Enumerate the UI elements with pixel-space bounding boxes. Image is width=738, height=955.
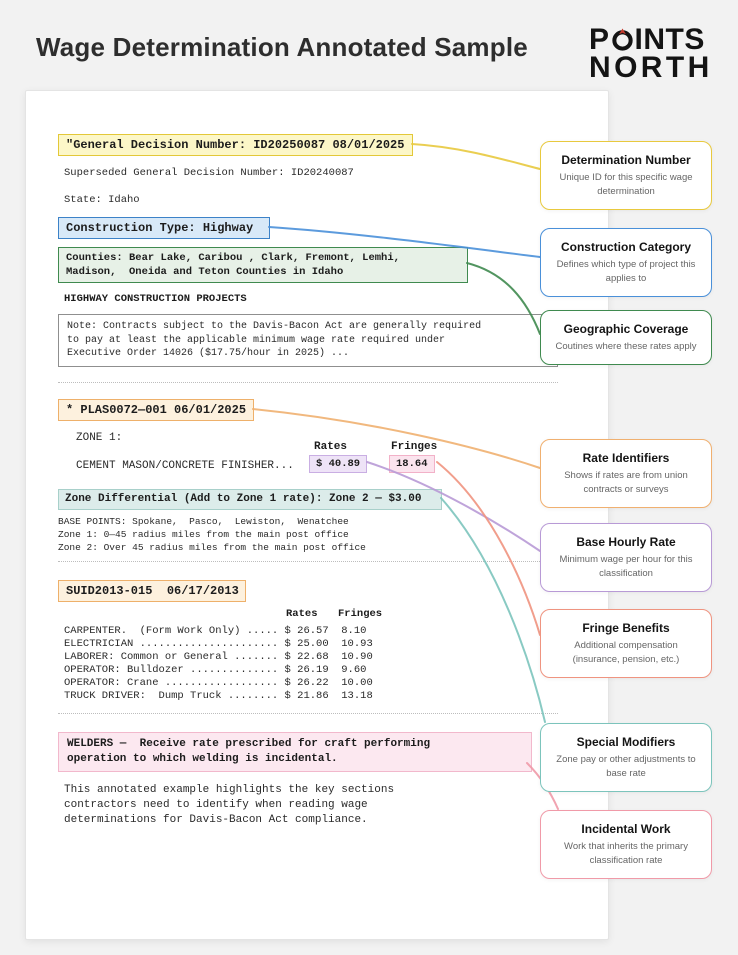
superseded-decision-number: Superseded General Decision Number: ID20… [64, 167, 354, 179]
callout-title: Fringe Benefits [582, 621, 670, 635]
general-decision-number-highlight: "General Decision Number: ID20250087 08/… [58, 134, 413, 156]
fringe-rate-chip: 18.64 [389, 455, 435, 473]
callout-rate-identifiers: Rate Identifiers Shows if rates are from… [540, 439, 712, 508]
survey-rates-header: Rates [286, 608, 318, 620]
callout-body: Additional compensation (insurance, pens… [572, 640, 680, 665]
state-line: State: Idaho [64, 194, 140, 206]
callout-title: Incidental Work [581, 822, 671, 836]
survey-table-row: ELECTRICIAN ...................... $ 25.… [64, 638, 373, 650]
survey-fringes-header: Fringes [338, 608, 383, 620]
closing-note: This annotated example highlights the ke… [64, 784, 395, 826]
points-north-logo: P INTS NORTH [589, 23, 713, 84]
callout-body: Zone pay or other adjustments to base ra… [556, 754, 696, 779]
base-points-lines: BASE POINTS: Spokane, Pasco, Lewiston, W… [58, 516, 366, 553]
logo-line-points: P INTS [589, 23, 713, 56]
logo-text-p: P [589, 23, 610, 56]
compass-icon [611, 28, 634, 51]
logo-text-ints: INTS [634, 23, 705, 56]
survey-table-row: LABORER: Common or General ....... $ 22.… [64, 651, 373, 663]
callout-body: Defines which type of project this appli… [556, 259, 696, 284]
wage-determination-page: "General Decision Number: ID20250087 08/… [25, 90, 609, 940]
callout-incidental-work: Incidental Work Work that inherits the p… [540, 810, 712, 879]
zone1-rates-header: Rates [314, 441, 348, 453]
dotted-separator-2 [58, 561, 558, 562]
callout-base-hourly-rate: Base Hourly Rate Minimum wage per hour f… [540, 523, 712, 592]
survey-table-row: CARPENTER. (Form Work Only) ..... $ 26.5… [64, 625, 367, 637]
page-title: Wage Determination Annotated Sample [36, 32, 528, 62]
callout-determination-number: Determination Number Unique ID for this … [540, 141, 712, 210]
dotted-separator-3 [58, 713, 558, 714]
union-rate-id-highlight: * PLAS0072—001 06/01/2025 [58, 399, 254, 421]
base-rate-chip: $ 40.89 [309, 455, 368, 473]
callout-body: Coutines where these rates apply [555, 341, 697, 352]
callout-body: Work that inherits the primary classific… [564, 841, 688, 866]
welders-note-highlight: WELDERS — Receive rate prescribed for cr… [58, 732, 532, 772]
callout-title: Base Hourly Rate [576, 535, 676, 549]
counties-highlight: Counties: Bear Lake, Caribou , Clark, Fr… [58, 247, 468, 283]
callout-title: Rate Identifiers [582, 451, 670, 465]
callout-construction-category: Construction Category Defines which type… [540, 228, 712, 297]
logo-line-north: NORTH [589, 51, 713, 84]
callout-special-modifiers: Special Modifiers Zone pay or other adju… [540, 723, 712, 792]
callout-title: Special Modifiers [576, 735, 676, 749]
construction-type-highlight: Construction Type: Highway [58, 217, 270, 239]
callout-body: Minimum wage per hour for this classific… [559, 554, 693, 579]
cement-mason-classification: CEMENT MASON/CONCRETE FINISHER... [76, 460, 294, 472]
zone-differential-highlight: Zone Differential (Add to Zone 1 rate): … [58, 489, 442, 510]
survey-table-row: OPERATOR: Crane .................. $ 26.… [64, 677, 373, 689]
callout-geographic-coverage: Geographic Coverage Coutines where these… [540, 310, 712, 365]
survey-table-row: OPERATOR: Bulldozer .............. $ 26.… [64, 664, 367, 676]
survey-table-row: TRUCK DRIVER: Dump Truck ........ $ 21.8… [64, 690, 373, 702]
callout-body: Shows if rates are from union contracts … [564, 470, 688, 495]
zone1-fringes-header: Fringes [391, 441, 438, 453]
dotted-separator-1 [58, 382, 558, 383]
callout-body: Unique ID for this specific wage determi… [559, 172, 693, 197]
zone-1-label: ZONE 1: [76, 432, 123, 444]
davis-bacon-note-box: Note: Contracts subject to the Davis-Bac… [58, 314, 558, 367]
projects-heading: HIGHWAY CONSTRUCTION PROJECTS [64, 293, 247, 305]
callout-fringe-benefits: Fringe Benefits Additional compensation … [540, 609, 712, 678]
survey-rate-id-highlight: SUID2013-015 06/17/2013 [58, 580, 246, 602]
callout-title: Determination Number [561, 153, 691, 167]
callout-title: Construction Category [560, 240, 691, 254]
callout-title: Geographic Coverage [563, 322, 689, 336]
